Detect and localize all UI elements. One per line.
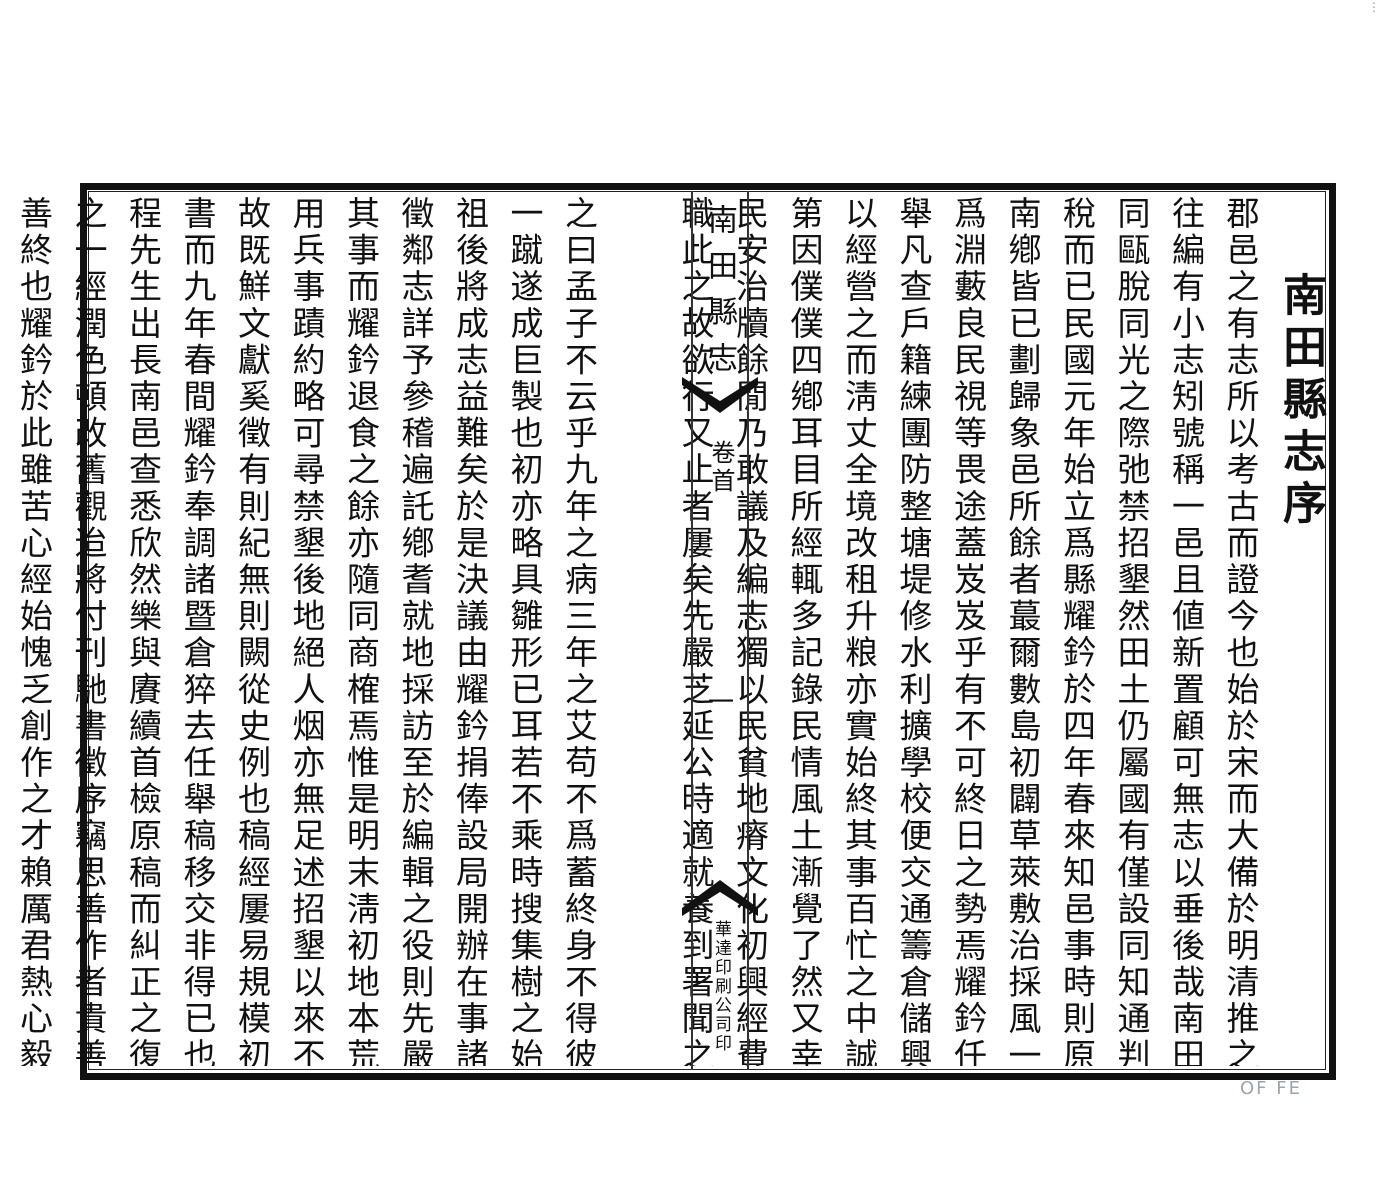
text-column: 舉凡查戶籍練團防整塘堤修水利擴學校便交通籌倉儲興商市莫不極力 <box>894 196 933 1066</box>
text-column: 職此之故欲行又止者屢矣先嚴芝延公時適就養到署聞之進耀鈐而謂 <box>676 196 715 1066</box>
text-column: 一蹴遂成巨製也初亦略具雛形已耳若不乘時搜集樹之始基久之數典忘 <box>505 196 544 1066</box>
text-column: 之曰孟子不云乎九年之病三年之艾苟不爲蓄終身不得彼各邑之志皆非 <box>559 196 599 1066</box>
text-column: 以經營之而淸丈全境改租升粮亦實始終其事百忙之中誠無暇談志乘也 <box>839 196 879 1066</box>
text-column: 南鄕皆已劃歸象邑所餘者蕞爾數島初闢草萊敷治採風一無憑藉海匪借 <box>1003 196 1042 1066</box>
printer-imprint: 華達印刷公司印 <box>711 920 731 1053</box>
text-column: 善終也耀鈐於此雖苦心經始愧乏創作之才賴厲君熱心毅力終底於成從 <box>14 196 54 1066</box>
text-column: 故既鮮文獻奚徵有則紀無則闕從史例也稿經屢易規模初備正擬審訂成 <box>232 196 272 1066</box>
text-column: 爲淵藪良民視等畏途蓋岌岌乎有不可終日之勢焉耀鈐任事後夙夜徬徨 <box>948 196 988 1066</box>
text-column: 第因僕僕四鄕耳目所經輒多記錄民情風土漸覺了然又幸任事既久匪輯 <box>785 196 824 1066</box>
preface-title: 南田縣志序 <box>1275 272 1326 532</box>
text-column: 之一經潤色頓改舊觀迨將付刊馳書徵序竊思善作者貴善成也善始者貴 <box>69 196 108 1066</box>
volume-label: 卷首 <box>707 440 735 496</box>
text-column: 用兵事蹟約略可尋禁墾後地絕人烟亦無足述招墾以來不過數十年耳掌 <box>287 196 326 1066</box>
corner-mark: ⋮ <box>1368 0 1380 14</box>
text-column: 民安治牘餘閒乃敢議及編志獨以民貧地瘠文化初興經費人才兩無所出 <box>730 196 770 1066</box>
text-column: 此南邑無志而有志即耀鈐勉完父命私心亦竊慰焉詎得謂非幸事乎他日 <box>0 196 7 1066</box>
text-column: 徵鄰志詳予參稽遍託鄕耆就地採訪至於編輯之役則先嚴與施君仁緯主 <box>396 196 435 1066</box>
text-column: 祖後將成志益難矣於是決議由耀鈐捐俸設局開辦在事諸君咸盡義務廣 <box>450 196 490 1066</box>
page-border-outer <box>80 183 1336 1080</box>
text-column: 郡邑之有志所以考古而證今也始於宋而大備於明清推之一城一鎭亦往 <box>1221 196 1260 1066</box>
book-title-center: 南田縣志 <box>702 204 737 388</box>
center-strip-divider-right <box>747 191 749 1070</box>
text-column: 稅而已民國元年始立爲縣耀鈐於四年春來知邑事時則原轄之昌石鎭甸 <box>1057 196 1097 1066</box>
center-strip-divider-left <box>691 191 693 1070</box>
text-column: 同甌脫同光之際弛禁招墾然田土仍屬國有僅設同知通判以重海防徵租 <box>1112 196 1151 1066</box>
fish-tail-mark-top <box>682 377 758 413</box>
text-column: 書而九年春間耀鈐奉調諸暨倉猝去任舉稿移交非得已也事越十稔厲瀛 <box>178 196 217 1066</box>
library-stamp: OF FE <box>1240 1078 1302 1099</box>
text-column: 程先生出長南邑查悉欣然樂與賡續首檢原稿而糾正之復加蒐討而廣益 <box>123 196 163 1066</box>
page-number: 一 <box>707 688 734 718</box>
fish-tail-mark-bottom <box>682 880 758 916</box>
text-column: 其事而耀鈐退食之餘亦隨同商榷焉惟是明末淸初地本荒島僅張蒼水公 <box>341 196 381 1066</box>
text-column: 往編有小志矧號稱一邑且値新置顧可無志以垂後哉南田自淸初禁墾視 <box>1166 196 1206 1066</box>
page-border-inner <box>88 191 1326 1070</box>
